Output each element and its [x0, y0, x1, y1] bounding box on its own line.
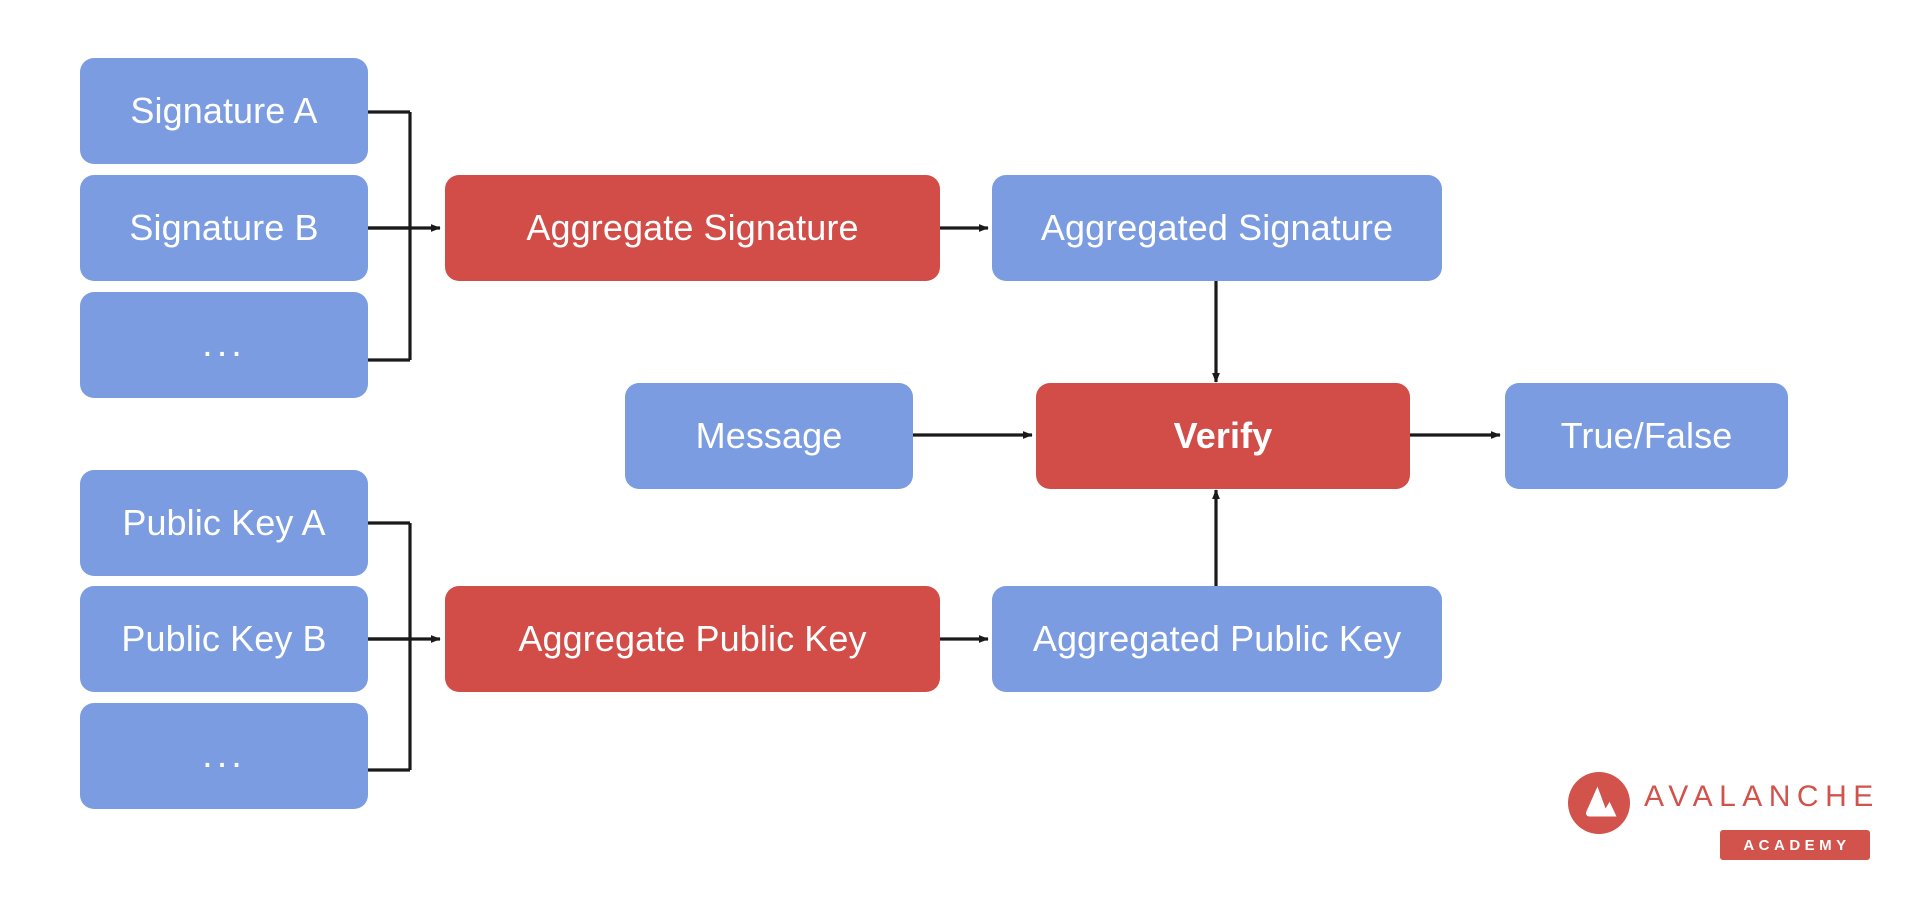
avalanche-a-icon	[1568, 772, 1630, 834]
node-public-key-b[interactable]: Public Key B	[80, 586, 368, 692]
logo-academy-text: ACADEMY	[1743, 836, 1851, 854]
node-public-key-a[interactable]: Public Key A	[80, 470, 368, 576]
node-message[interactable]: Message	[625, 383, 913, 489]
node-aggregated-public-key[interactable]: Aggregated Public Key	[992, 586, 1442, 692]
node-signature-more[interactable]: ...	[80, 292, 368, 398]
edge-publickeys-to-aggregate	[368, 521, 441, 772]
node-public-key-more[interactable]: ...	[80, 703, 368, 809]
node-aggregated-signature[interactable]: Aggregated Signature	[992, 175, 1442, 281]
logo-academy-badge: ACADEMY	[1720, 830, 1870, 860]
avalanche-academy-logo: AVALANCHE ACADEMY	[1568, 772, 1878, 864]
node-verify[interactable]: Verify	[1036, 383, 1410, 489]
node-aggregate-public-key[interactable]: Aggregate Public Key	[445, 586, 940, 692]
logo-wordmark: AVALANCHE	[1644, 780, 1880, 813]
node-true-false[interactable]: True/False	[1505, 383, 1788, 489]
node-aggregate-signature[interactable]: Aggregate Signature	[445, 175, 940, 281]
edge-signatures-to-aggregate	[368, 110, 441, 362]
node-signature-a[interactable]: Signature A	[80, 58, 368, 164]
node-signature-b[interactable]: Signature B	[80, 175, 368, 281]
